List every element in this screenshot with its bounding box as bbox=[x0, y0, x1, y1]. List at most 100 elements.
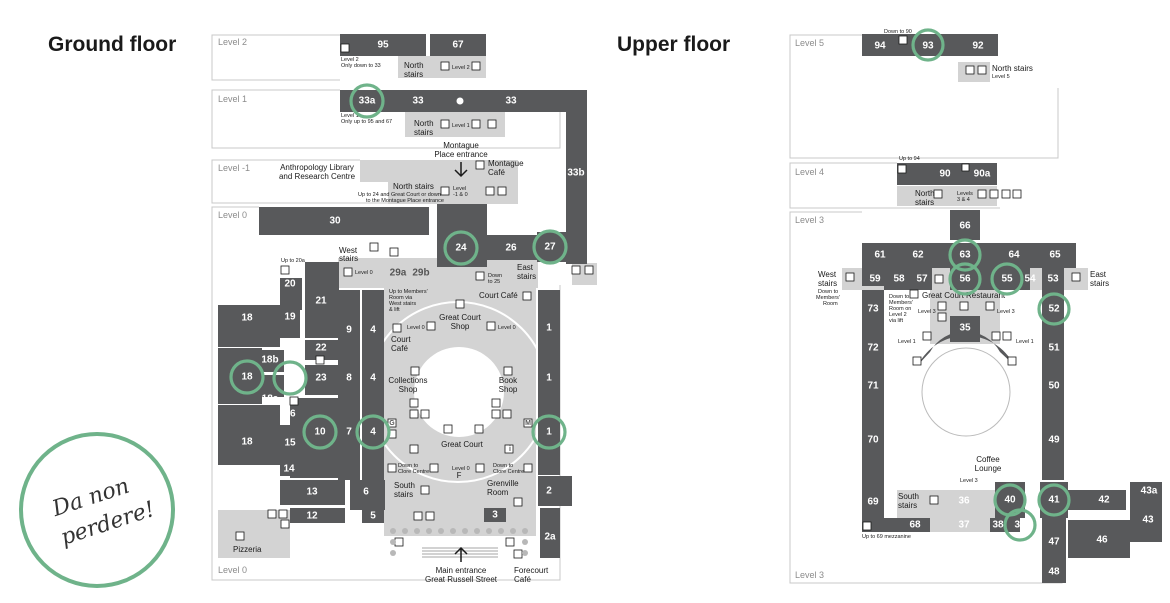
svg-text:Anthropology Library: Anthropology Library bbox=[280, 163, 354, 172]
svg-text:Down: Down bbox=[488, 273, 502, 279]
svg-text:4: 4 bbox=[370, 373, 376, 384]
ground-labels: Level 2 Only down to 33 North stairs Lev… bbox=[233, 57, 549, 584]
svg-text:67: 67 bbox=[452, 40, 464, 51]
svg-text:Members': Members' bbox=[889, 300, 913, 306]
svg-text:Level 3: Level 3 bbox=[918, 309, 936, 315]
svg-text:1: 1 bbox=[546, 323, 552, 334]
svg-text:4: 4 bbox=[370, 325, 376, 336]
level-label-0-bottom: Level 0 bbox=[218, 565, 247, 575]
svg-text:5: 5 bbox=[370, 511, 376, 522]
svg-text:18: 18 bbox=[241, 313, 253, 324]
svg-text:Down to: Down to bbox=[818, 289, 838, 295]
svg-text:South: South bbox=[394, 481, 415, 490]
svg-text:18a: 18a bbox=[262, 394, 279, 405]
svg-text:Up to 24 and Great Court or do: Up to 24 and Great Court or down bbox=[358, 192, 441, 198]
svg-text:Down to: Down to bbox=[398, 463, 418, 469]
svg-text:stairs: stairs bbox=[517, 272, 536, 281]
svg-text:17: 17 bbox=[284, 373, 296, 384]
svg-text:Shop: Shop bbox=[451, 322, 470, 331]
svg-text:2a: 2a bbox=[544, 532, 556, 543]
svg-text:Room: Room bbox=[823, 301, 838, 307]
level-label-2: Level 2 bbox=[218, 37, 247, 47]
svg-text:23: 23 bbox=[315, 373, 327, 384]
svg-text:48: 48 bbox=[1048, 567, 1060, 578]
svg-text:Court Café: Court Café bbox=[479, 291, 518, 300]
svg-text:Coffee: Coffee bbox=[976, 455, 1000, 464]
svg-text:13: 13 bbox=[306, 487, 318, 498]
svg-text:21: 21 bbox=[315, 296, 327, 307]
svg-text:59: 59 bbox=[869, 274, 881, 285]
svg-text:66: 66 bbox=[959, 221, 971, 232]
svg-text:Up to 20a: Up to 20a bbox=[281, 258, 306, 264]
svg-text:43a: 43a bbox=[1141, 486, 1158, 497]
svg-text:33: 33 bbox=[505, 96, 517, 107]
upper-gallery-arc bbox=[918, 331, 1014, 365]
svg-text:West stairs: West stairs bbox=[389, 301, 416, 307]
dome-marker bbox=[456, 97, 464, 105]
svg-text:stairs: stairs bbox=[898, 501, 917, 510]
svg-text:stairs: stairs bbox=[404, 70, 423, 79]
svg-text:37: 37 bbox=[958, 520, 970, 531]
svg-text:95: 95 bbox=[377, 40, 389, 51]
level-label-5: Level 5 bbox=[795, 38, 824, 48]
svg-text:69: 69 bbox=[867, 497, 879, 508]
svg-text:61: 61 bbox=[874, 250, 886, 261]
upper-reading-room bbox=[921, 347, 1011, 437]
facility-m: M bbox=[525, 420, 531, 427]
svg-text:94: 94 bbox=[874, 41, 886, 52]
svg-text:20: 20 bbox=[284, 279, 296, 290]
svg-text:Level 5: Level 5 bbox=[992, 74, 1010, 80]
svg-text:Café: Café bbox=[514, 575, 531, 584]
svg-text:72: 72 bbox=[867, 343, 879, 354]
svg-text:16: 16 bbox=[284, 409, 296, 420]
svg-text:6: 6 bbox=[363, 487, 369, 498]
svg-text:4: 4 bbox=[370, 427, 376, 438]
ground-floor-title: Ground floor bbox=[48, 33, 176, 56]
svg-text:Down to: Down to bbox=[889, 294, 909, 300]
svg-text:15: 15 bbox=[284, 438, 296, 449]
ground-highlights bbox=[229, 83, 568, 450]
svg-text:North: North bbox=[414, 119, 434, 128]
svg-text:18: 18 bbox=[241, 437, 253, 448]
svg-text:40: 40 bbox=[1004, 495, 1016, 506]
svg-text:Great Court: Great Court bbox=[439, 313, 482, 322]
svg-text:Grenville: Grenville bbox=[487, 479, 519, 488]
ground-room-labels: 95 67 33a 33 33 33b 30 24 26 27 29a 29b … bbox=[241, 40, 584, 543]
reading-room-circle bbox=[414, 347, 504, 437]
svg-text:Down to: Down to bbox=[493, 463, 513, 469]
svg-text:27: 27 bbox=[544, 242, 556, 253]
entrance-arrows bbox=[454, 162, 468, 562]
svg-text:Level 3: Level 3 bbox=[997, 309, 1015, 315]
svg-text:58: 58 bbox=[893, 274, 905, 285]
svg-text:Level 1: Level 1 bbox=[898, 339, 916, 345]
svg-text:90a: 90a bbox=[974, 169, 991, 180]
svg-text:39: 39 bbox=[1014, 520, 1026, 531]
svg-text:36: 36 bbox=[958, 496, 970, 507]
svg-text:29b: 29b bbox=[412, 268, 429, 279]
svg-text:51: 51 bbox=[1048, 343, 1060, 354]
svg-text:Up to 94: Up to 94 bbox=[899, 156, 920, 162]
upper-room-labels: 94 93 92 90 90a 66 61 62 63 64 65 59 58 … bbox=[867, 41, 1157, 578]
svg-text:Level 0: Level 0 bbox=[498, 325, 516, 331]
svg-text:Café: Café bbox=[391, 344, 408, 353]
svg-text:64: 64 bbox=[1008, 250, 1020, 261]
svg-text:55: 55 bbox=[1001, 274, 1013, 285]
svg-text:Down to 90: Down to 90 bbox=[884, 29, 912, 35]
svg-text:54: 54 bbox=[1024, 274, 1036, 285]
svg-text:Level 2: Level 2 bbox=[341, 57, 359, 63]
svg-text:Level 1: Level 1 bbox=[452, 123, 470, 129]
svg-text:Main entrance: Main entrance bbox=[436, 566, 487, 575]
svg-text:Up to 69 mezzanine: Up to 69 mezzanine bbox=[862, 534, 911, 540]
svg-text:Level 0: Level 0 bbox=[407, 325, 425, 331]
svg-text:Montague: Montague bbox=[443, 141, 479, 150]
svg-text:Clore Centre: Clore Centre bbox=[398, 469, 429, 475]
svg-text:Montague: Montague bbox=[488, 159, 524, 168]
facility-f: F bbox=[457, 471, 462, 480]
svg-text:stairs: stairs bbox=[818, 279, 837, 288]
svg-text:73: 73 bbox=[867, 304, 879, 315]
svg-text:West: West bbox=[818, 270, 837, 279]
svg-text:North stairs: North stairs bbox=[393, 182, 434, 191]
svg-text:stairs: stairs bbox=[339, 254, 358, 263]
svg-text:56: 56 bbox=[959, 274, 971, 285]
